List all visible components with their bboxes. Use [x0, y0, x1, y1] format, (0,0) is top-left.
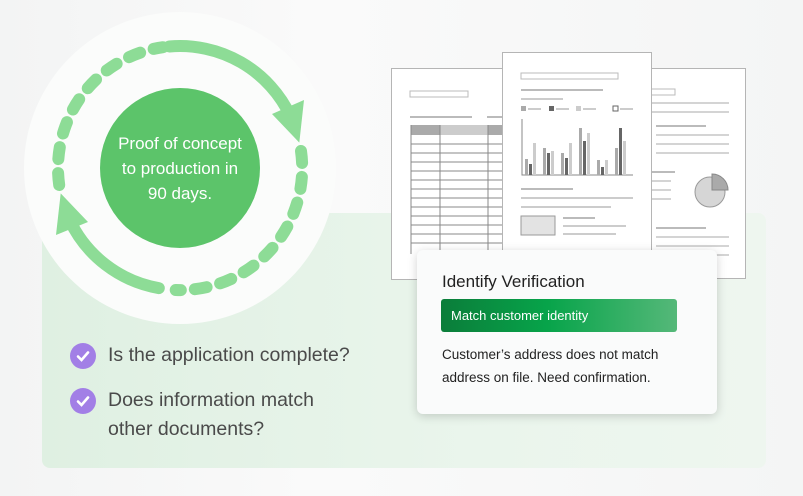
checklist-text: Does information match other documents? [108, 389, 314, 440]
document-table [391, 68, 522, 280]
arrowhead-right-icon [272, 100, 304, 143]
verification-card: Identify Verification Match customer ide… [417, 250, 717, 414]
checklist-item: Is the application complete? [70, 341, 350, 370]
dashed-arc-right [169, 145, 309, 297]
match-identity-badge[interactable]: Match customer identity [441, 299, 677, 332]
card-title: Identify Verification [442, 272, 585, 291]
document-bar-chart [502, 52, 652, 262]
check-circle-icon [70, 388, 96, 414]
arrow-arc-bottom [63, 213, 165, 295]
dashed-arc-left [52, 41, 169, 191]
checklist-text: Is the application complete? [108, 344, 350, 366]
cycle-arrows [52, 40, 309, 297]
card-message: Customer’s address does not match addres… [442, 347, 659, 385]
check-circle-icon [70, 343, 96, 369]
checklist-item: Does information match other documents? [70, 386, 360, 444]
document-pie [640, 68, 746, 279]
arrowhead-left-icon [56, 193, 88, 235]
cycle-center-text: Proof of concept to production in 90 day… [100, 88, 260, 248]
arrow-arc-top [163, 40, 297, 123]
